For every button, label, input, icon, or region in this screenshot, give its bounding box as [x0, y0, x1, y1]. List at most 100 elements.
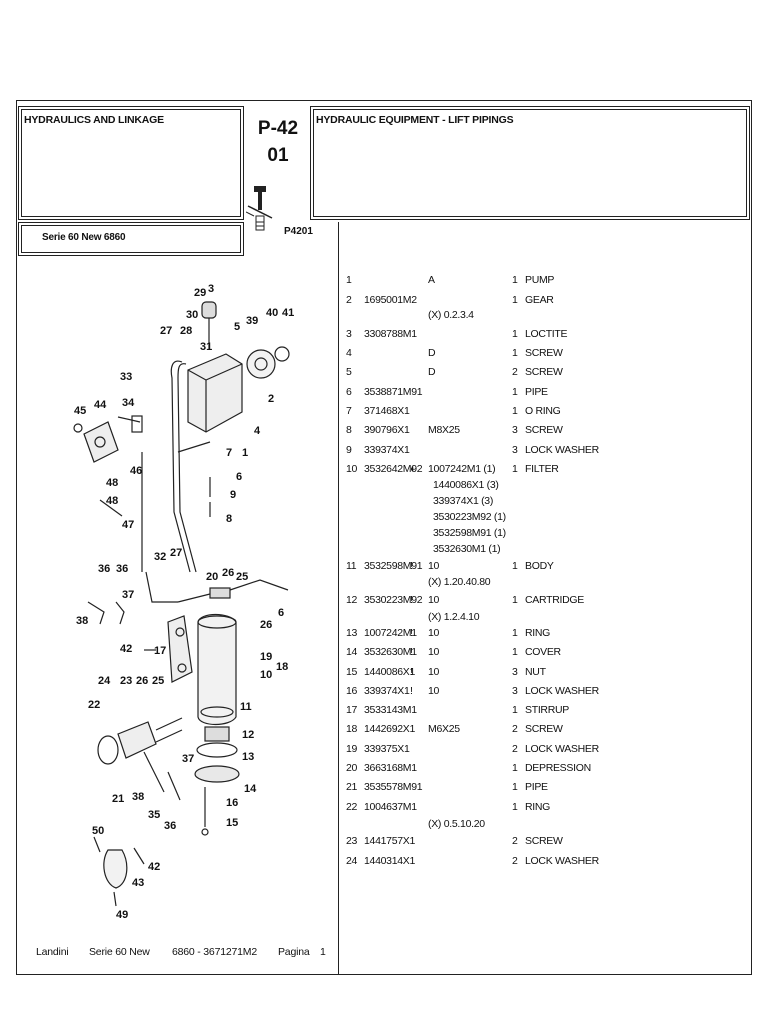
part-quantity: 2 [512, 723, 518, 735]
part-quantity: 1 [512, 594, 518, 606]
callout-36: 36 [116, 563, 128, 575]
callout-26: 26 [260, 619, 272, 631]
part-quantity: 1 [512, 463, 518, 475]
cartridge-variants: (X) 1.2.4.10 [428, 611, 480, 623]
callout-48: 48 [106, 477, 118, 489]
part-quantity: 1 [512, 646, 518, 658]
column-divider [338, 222, 339, 974]
part-number-index: 20 [346, 762, 358, 774]
callout-36: 36 [164, 820, 176, 832]
part-description: PIPE [525, 386, 548, 398]
callout-34: 34 [122, 397, 135, 409]
part-quantity: 3 [512, 424, 518, 436]
part-quantity: 1 [512, 386, 518, 398]
part-number-index: 18 [346, 723, 358, 735]
part-number-index: 19 [346, 743, 358, 755]
callout-27: 27 [170, 547, 182, 559]
part-code: 3532642M92 [364, 463, 423, 475]
part-code: 371468X1 [364, 405, 410, 417]
callout-28: 28 [180, 325, 192, 337]
footer-series: Serie 60 New [89, 946, 150, 958]
part-number-index: 10 [346, 463, 358, 475]
body-variants: (X) 1.20.40.80 [428, 576, 491, 588]
callout-2: 2 [268, 393, 274, 405]
callout-16: 16 [226, 797, 238, 809]
part-note: ! [410, 685, 413, 697]
part-description: RING [525, 801, 551, 813]
part-quantity: 1 [512, 704, 518, 716]
callout-38: 38 [76, 615, 88, 627]
part-reference: 1007242M1 (1) [428, 463, 496, 475]
callout-26: 26 [222, 567, 234, 579]
part-quantity: 1 [512, 294, 518, 306]
callout-6: 6 [236, 471, 242, 483]
part-description: PIPE [525, 781, 548, 793]
section-title: HYDRAULICS AND LINKAGE [24, 114, 164, 126]
part-number-index: 8 [346, 424, 352, 436]
callout-30: 30 [186, 309, 198, 321]
callout-18: 18 [276, 661, 288, 673]
callout-10: 10 [260, 669, 272, 681]
callout-24: 24 [98, 675, 111, 687]
callout-7: 7 [226, 447, 232, 459]
callout-44: 44 [94, 399, 107, 411]
part-number-index: 6 [346, 386, 352, 398]
callout-1: 1 [242, 447, 248, 459]
callout-32: 32 [154, 551, 166, 563]
part-description: FILTER [525, 463, 559, 475]
callout-6: 6 [278, 607, 284, 619]
callout-13: 13 [242, 751, 254, 763]
callout-8: 8 [226, 513, 232, 525]
callout-25: 25 [152, 675, 164, 687]
callout-43: 43 [132, 877, 144, 889]
part-number-index: 21 [346, 781, 358, 793]
part-code: 339374X1 [364, 444, 410, 456]
part-description: DEPRESSION [525, 762, 591, 774]
callout-45: 45 [74, 405, 86, 417]
part-description: LOCTITE [525, 328, 568, 340]
part-code: 339375X1 [364, 743, 410, 755]
callout-14: 14 [244, 783, 257, 795]
part-quantity: 1 [512, 801, 518, 813]
part-code: 1440086X1 [364, 666, 416, 678]
callout-4: 4 [254, 425, 261, 437]
part-reference: 10 [428, 666, 440, 678]
group-title-box [310, 106, 750, 220]
part-number-index: 5 [346, 366, 352, 378]
part-description: LOCK WASHER [525, 743, 599, 755]
part-code: 1441757X1 [364, 835, 416, 847]
part-code: 390796X1 [364, 424, 410, 436]
part-description: SCREW [525, 347, 563, 359]
callout-23: 23 [120, 675, 132, 687]
part-quantity: 1 [512, 405, 518, 417]
group-title: HYDRAULIC EQUIPMENT - LIFT PIPINGS [316, 114, 514, 126]
part-code: 1442692X1 [364, 723, 416, 735]
section-box [18, 106, 244, 220]
callout-37: 37 [182, 753, 194, 765]
part-number-index: 9 [346, 444, 352, 456]
part-number-index: 24 [346, 855, 358, 867]
callout-47: 47 [122, 519, 134, 531]
part-reference: A [428, 274, 435, 286]
callout-40: 40 [266, 307, 278, 319]
part-number-index: 14 [346, 646, 358, 658]
part-description: LOCK WASHER [525, 685, 599, 697]
footer-brand: Landini [36, 946, 69, 958]
part-quantity: 2 [512, 366, 518, 378]
part-code: 1695001M2 [364, 294, 417, 306]
part-note: ! [410, 627, 413, 639]
callout-22: 22 [88, 699, 100, 711]
part-reference: D [428, 366, 436, 378]
page-code: P-42 [257, 118, 299, 139]
part-description: GEAR [525, 294, 554, 306]
part-quantity: 2 [512, 855, 518, 867]
part-reference: M8X25 [428, 424, 460, 436]
part-number-index: 2 [346, 294, 352, 306]
part-description: BODY [525, 560, 554, 572]
part-number-index: 11 [346, 560, 357, 572]
callout-38: 38 [132, 791, 144, 803]
callout-49: 49 [116, 909, 128, 921]
footer-page-number: 1 [320, 946, 326, 958]
part-quantity: 1 [512, 627, 518, 639]
